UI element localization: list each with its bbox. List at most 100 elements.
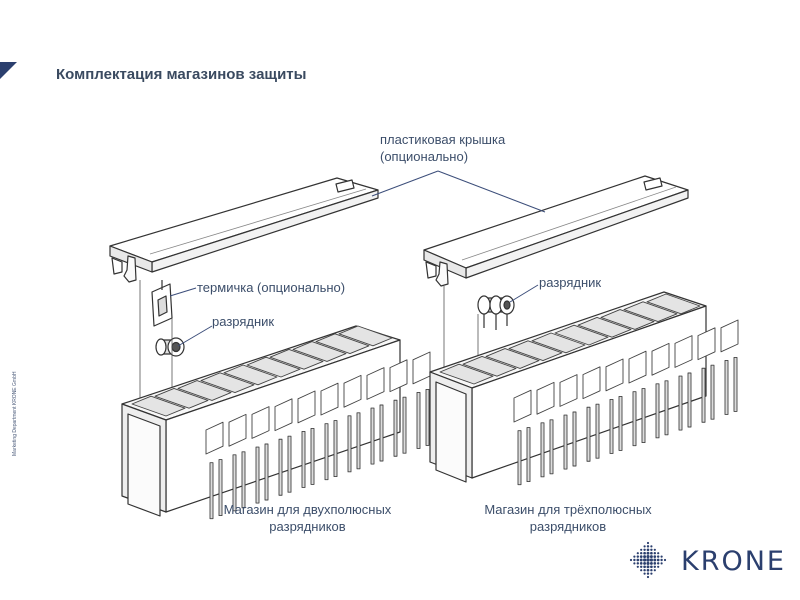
logo-dot — [633, 555, 636, 558]
contact-pin — [264, 443, 269, 501]
caption-three-pole-line2: разрядников — [529, 519, 607, 534]
logo-dot — [646, 565, 650, 569]
front-window — [697, 327, 716, 361]
contact-pin — [687, 372, 692, 428]
logo-dot — [640, 569, 643, 572]
logo-dot — [657, 552, 660, 555]
cover-label: пластиковая крышка (опционально) — [380, 131, 505, 165]
logo-dot — [636, 552, 639, 555]
logo-dot — [640, 548, 643, 551]
slot — [577, 316, 632, 338]
contact-pin — [724, 359, 729, 415]
logo-dot — [646, 572, 650, 575]
logo-dot — [653, 562, 657, 565]
logo-dot — [646, 561, 650, 565]
plastic-cover-left — [109, 177, 379, 283]
front-window — [343, 374, 362, 408]
front-window — [251, 406, 270, 439]
logo-dot — [639, 565, 643, 569]
logo-dot — [646, 545, 650, 548]
logo-dot — [636, 555, 640, 558]
logo-dot — [636, 565, 639, 568]
contact-pin — [310, 427, 315, 485]
contact-pin — [278, 438, 283, 496]
logo-dot — [639, 555, 643, 558]
front-window — [366, 367, 385, 400]
logo-dot — [656, 555, 660, 558]
caption-two-pole-line1: Магазин для двухполюсных — [223, 502, 392, 517]
logo-dot — [650, 551, 653, 555]
magazine-three-pole — [429, 291, 739, 486]
slot — [223, 364, 278, 386]
corner-triangle-marker — [0, 62, 17, 79]
front-window — [605, 358, 624, 392]
caption-three-pole-line1: Магазин для трёхполюсных — [484, 502, 652, 517]
front-window — [720, 319, 739, 353]
contact-pin — [641, 388, 646, 444]
contact-pin — [287, 435, 292, 493]
front-window — [651, 342, 670, 376]
contact-pin — [618, 395, 623, 451]
logo-dot — [650, 548, 653, 552]
contact-pin — [241, 451, 246, 509]
logo-dot — [646, 575, 650, 579]
contact-pin — [370, 407, 375, 465]
logo-dot — [643, 565, 646, 569]
logo-dot — [660, 562, 663, 565]
logo-dot — [643, 561, 647, 565]
thermal-label: термичка (опционально) — [197, 280, 346, 295]
front-window — [582, 366, 601, 400]
krone-logo-icon — [629, 541, 667, 579]
caption-two-pole: Магазин для двухполюсных разрядников — [200, 501, 415, 535]
logo-dot — [646, 541, 650, 545]
plastic-cover-right — [423, 175, 689, 287]
arrester-label-right: разрядник — [539, 275, 602, 290]
logo-dot — [649, 555, 653, 559]
logo-dot — [646, 555, 650, 559]
contact-pin — [232, 454, 237, 512]
contact-pin — [664, 380, 669, 436]
contact-pin — [733, 356, 738, 412]
logo-dot — [639, 562, 643, 565]
contact-pin — [425, 388, 430, 446]
slot — [623, 301, 678, 323]
slot — [508, 340, 563, 362]
logo-dot — [643, 545, 646, 548]
logo-dot — [649, 558, 653, 562]
logo-dot — [653, 565, 657, 569]
logo-dot — [656, 558, 660, 562]
front-window — [228, 413, 247, 447]
slot — [131, 395, 186, 417]
slot — [462, 355, 517, 377]
contact-pin — [402, 396, 407, 454]
contact-pin — [540, 422, 545, 478]
logo-dot — [650, 565, 653, 569]
logo-dot — [646, 551, 650, 555]
logo-dot — [633, 558, 636, 562]
logo-dot — [660, 555, 663, 558]
contact-pin — [255, 446, 260, 504]
contact-pin — [655, 383, 660, 439]
front-window — [536, 381, 555, 415]
contact-pin — [678, 375, 683, 431]
contact-pin — [324, 423, 329, 481]
front-window — [274, 398, 293, 432]
logo-dot — [660, 558, 663, 562]
logo-dot — [653, 548, 656, 551]
contact-pin — [209, 462, 214, 520]
caption-two-pole-line2: разрядников — [269, 519, 346, 534]
leader-lines — [169, 170, 546, 347]
logo-dot — [629, 558, 633, 562]
front-window — [628, 350, 647, 384]
slot — [200, 372, 255, 394]
thermal-clip — [151, 280, 173, 327]
contact-pin — [333, 420, 338, 478]
arrester-right — [477, 295, 515, 330]
slot — [154, 387, 209, 409]
contact-pin — [347, 415, 352, 473]
slot — [246, 356, 301, 378]
slot — [315, 333, 370, 355]
contact-pin — [379, 404, 384, 462]
slot — [485, 348, 540, 369]
